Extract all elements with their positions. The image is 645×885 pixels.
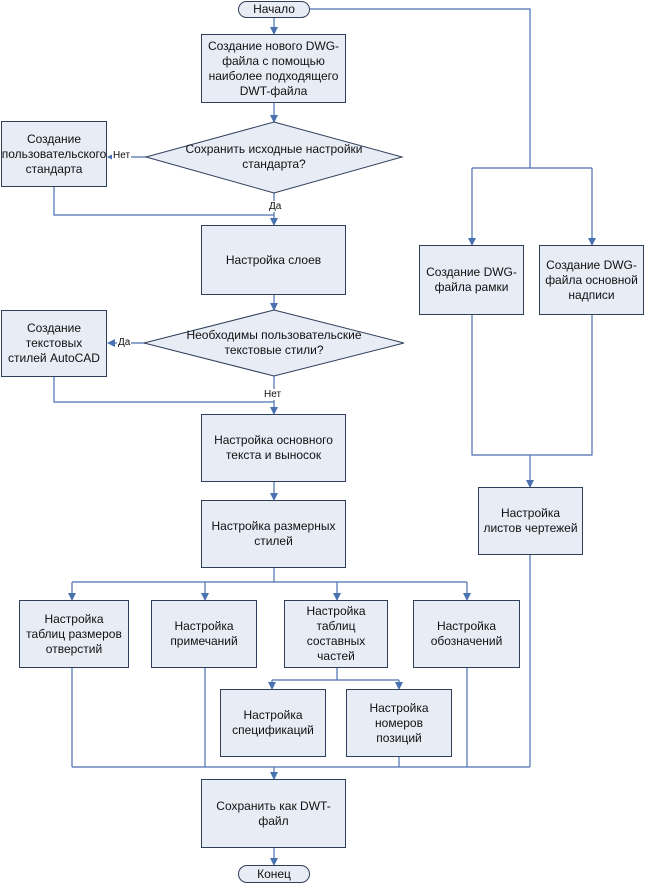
save-dwt-box: Сохранить как DWT-файл [201, 779, 346, 848]
dim-styles-label: Настройка размерных стилей [211, 519, 336, 548]
yes-label-2: Да [117, 337, 132, 348]
symbols-label: Настройка обозначений [430, 619, 503, 648]
part-tables-label: Настройка таблиц составных частей [306, 604, 366, 663]
decision-text-styles-shape [143, 309, 405, 377]
start-terminator: Начало [238, 1, 310, 18]
decision-keep-settings-shape [144, 121, 404, 194]
text-styles-label: Создание текстовых стилей AutoCAD [8, 321, 100, 365]
notes-box: Настройка примечаний [151, 600, 257, 668]
dim-styles-box: Настройка размерных стилей [201, 500, 346, 568]
frame-dwg-label: Создание DWG-файла рамки [426, 265, 517, 294]
frame-dwg-box: Создание DWG-файла рамки [419, 245, 524, 315]
text-styles-box: Создание текстовых стилей AutoCAD [1, 310, 107, 377]
specifications-box: Настройка спецификаций [220, 689, 326, 757]
symbols-box: Настройка обозначений [413, 600, 520, 668]
end-label: Конец [257, 866, 291, 881]
end-terminator: Конец [238, 865, 310, 883]
custom-standard-box: Создание пользовательского стандарта [1, 121, 107, 187]
main-text-box: Настройка основного текста и выносок [201, 414, 346, 482]
layers-label: Настройка слоев [225, 252, 322, 267]
start-label: Начало [253, 2, 295, 16]
notes-label: Настройка примечаний [170, 619, 238, 648]
hole-tables-label: Настройка таблиц размеров отверстий [26, 611, 122, 656]
no-label-2: Нет [263, 389, 283, 400]
part-tables-box: Настройка таблиц составных частей [284, 600, 388, 668]
keep-settings-question: Сохранить исходные настройки стандарта? [185, 142, 363, 171]
hole-tables-box: Настройка таблиц размеров отверстий [19, 600, 129, 668]
sheets-label: Настройка листов чертежей [483, 506, 578, 535]
yes-label-1: Да [268, 201, 283, 212]
balloons-label: Настройка номеров позиций [369, 700, 429, 745]
title-block-dwg-box: Создание DWG-файла основной надписи [539, 245, 644, 315]
main-text-label: Настройка основного текста и выносок [214, 433, 333, 462]
save-dwt-label: Сохранить как DWT-файл [216, 798, 331, 828]
create-dwg-label: Создание нового DWG-файла с помощью наиб… [207, 38, 340, 98]
specifications-label: Настройка спецификаций [232, 708, 314, 737]
create-dwg-box: Создание нового DWG-файла с помощью наиб… [201, 34, 346, 103]
layers-box: Настройка слоев [201, 225, 346, 295]
sheets-box: Настройка листов чертежей [478, 487, 583, 555]
custom-standard-label: Создание пользовательского стандарта [1, 131, 107, 176]
no-label-1: Нет [112, 150, 132, 161]
text-styles-question: Необходимы пользовательские текстовые ст… [186, 328, 362, 357]
balloons-box: Настройка номеров позиций [346, 689, 452, 757]
title-block-dwg-label: Создание DWG-файла основной надписи [545, 257, 638, 302]
